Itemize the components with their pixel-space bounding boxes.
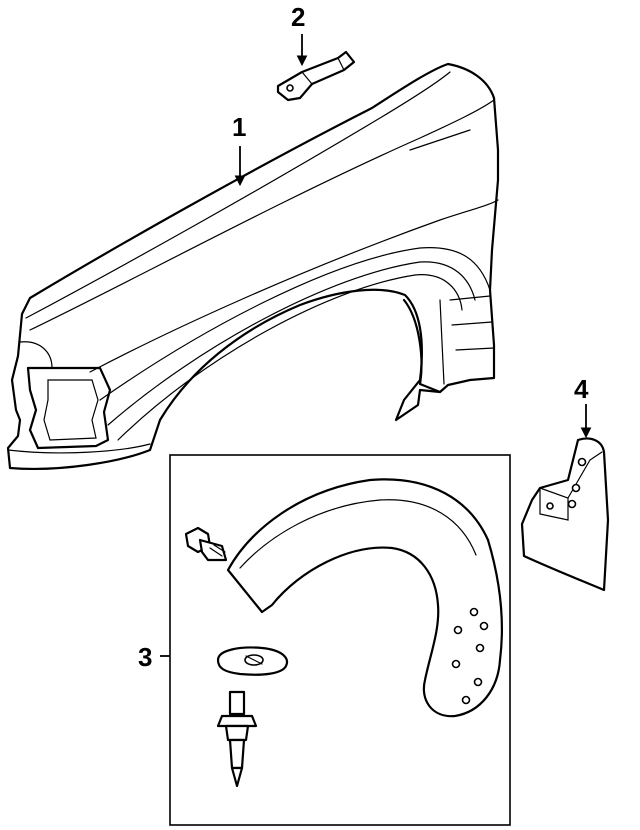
callout-1: 1 <box>232 112 247 142</box>
flare-kit-box <box>169 454 511 826</box>
fender-panel <box>6 62 500 470</box>
flare-retainer <box>216 646 289 676</box>
flare-bolt <box>184 526 228 562</box>
callout-2: 2 <box>291 2 306 32</box>
wheel-flare <box>226 478 504 718</box>
leader-lines <box>160 34 592 657</box>
flare-clip <box>216 690 258 788</box>
callout-4: 4 <box>574 374 589 404</box>
mud-guard <box>520 437 610 592</box>
fender-bracket <box>276 50 356 102</box>
callout-3: 3 <box>138 642 153 672</box>
